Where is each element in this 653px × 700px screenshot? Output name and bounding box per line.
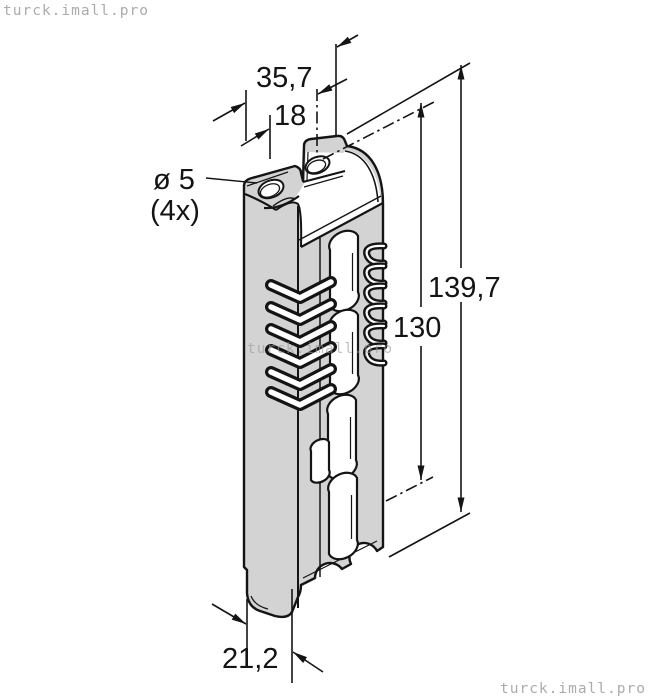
slot-cutout-3 — [326, 393, 358, 481]
watermark-center: turck.imall.pro — [247, 341, 393, 357]
small-hole-cutout — [309, 437, 331, 484]
left-mounting-tab — [246, 171, 300, 210]
dimension-hole-spacing: 18 — [240, 78, 348, 159]
bracket-body — [242, 134, 388, 619]
dim-label-hole-count: (4x) — [150, 195, 200, 227]
slot-cutouts — [309, 229, 360, 561]
slot-cutout-2 — [328, 308, 360, 396]
chevron-cutouts — [265, 276, 337, 411]
right-mounting-tab — [304, 155, 331, 175]
channel-opening — [277, 150, 381, 246]
chevron-cutout — [265, 341, 337, 369]
dimension-depth: 21,2 — [211, 589, 324, 683]
watermark-top-left: turck.imall.pro — [3, 3, 149, 19]
dimension-hole-diameter: ø 5 (4x) — [150, 164, 258, 227]
dimension-top-width: 35,7 — [212, 34, 359, 141]
chevron-cutout — [265, 276, 337, 304]
dimension-inner-height: 130 — [322, 100, 441, 502]
dim-label-overall-height: 139,7 — [428, 272, 501, 304]
chevron-cutout — [265, 320, 337, 348]
left-tab-hole-rim — [259, 183, 281, 198]
chevron-cutout — [265, 363, 337, 391]
chevron-cutout — [265, 298, 337, 326]
edge-chevron-cutouts — [363, 242, 388, 367]
dim-label-top-width: 35,7 — [256, 62, 312, 94]
dim-label-inner-height: 130 — [393, 312, 441, 344]
slot-cutout-4 — [327, 471, 359, 561]
watermark-bottom-right: turck.imall.pro — [500, 681, 646, 697]
right-tab-hole-rim — [306, 159, 327, 174]
dim-label-hole-spacing: 18 — [274, 100, 306, 132]
dim-label-hole-diameter: ø 5 — [153, 164, 195, 196]
edge-chevron — [363, 342, 388, 367]
dim-label-depth: 21,2 — [222, 643, 278, 675]
chevron-cutout — [265, 383, 337, 411]
dimension-overall-height: 139,7 — [346, 62, 501, 558]
